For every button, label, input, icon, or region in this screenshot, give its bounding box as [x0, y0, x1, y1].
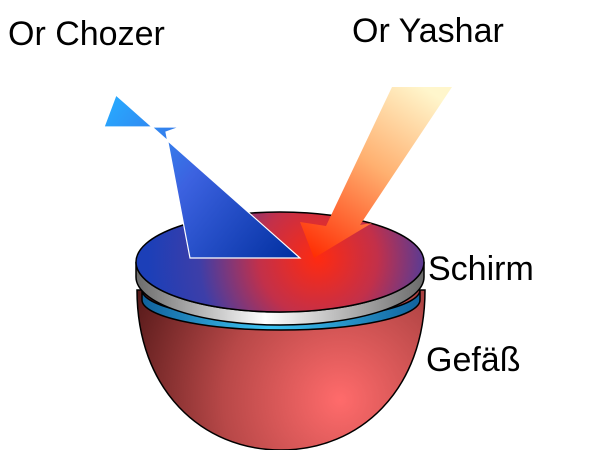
or-chozer-label: Or Chozer [8, 15, 165, 53]
or-yashar-label: Or Yashar [352, 12, 504, 50]
schirm-label: Schirm [428, 250, 534, 288]
or-yashar-arrow [300, 87, 452, 258]
gefass-label: Gefäß [426, 341, 521, 379]
or-chozer-arrow [103, 93, 302, 259]
screen-top [135, 211, 425, 313]
